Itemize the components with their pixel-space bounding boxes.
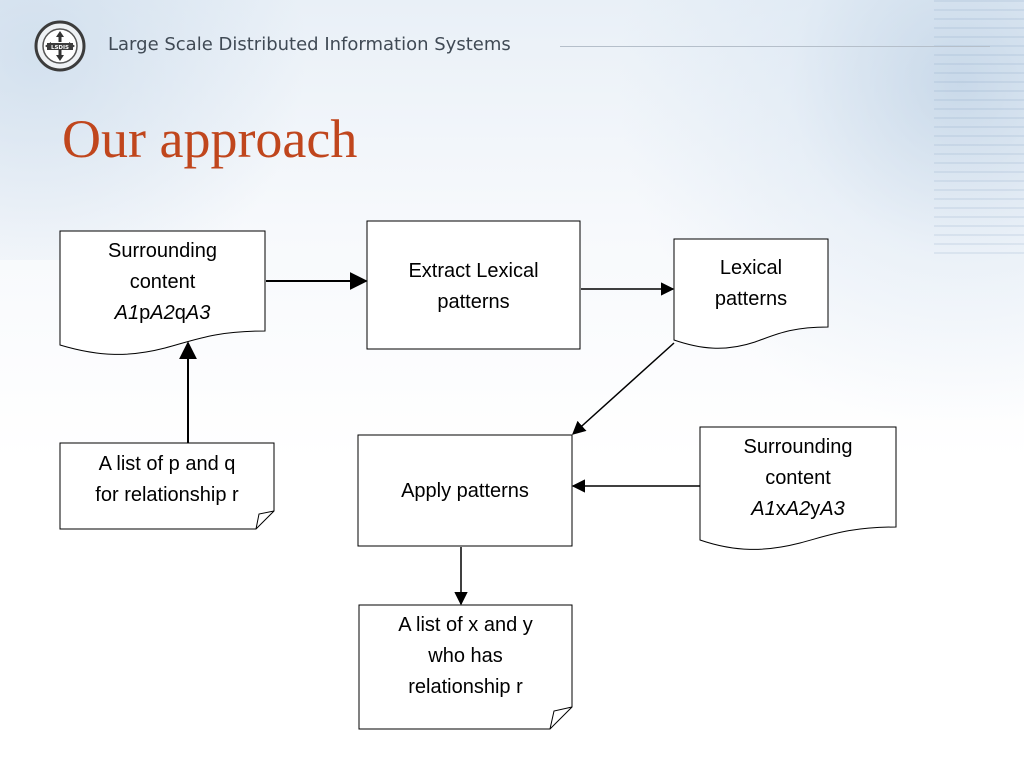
list-xy: A list of x and y who has relationship r (359, 610, 572, 703)
lexical-patterns-line1: Lexical (719, 257, 783, 279)
list-xy-line3: relationship r (408, 676, 523, 698)
list-xy-fold (549, 706, 573, 730)
arrow-lexical-to-apply (571, 342, 675, 435)
list-xy-line2: who has (428, 645, 503, 667)
surrounding-content-xy: Surrounding content A1xA2yA3 (700, 432, 896, 525)
slide-title: Our approach (62, 109, 358, 169)
logo-text: LSDIS (51, 45, 69, 51)
apply-patterns: Apply patterns (358, 476, 572, 507)
list-pq-shape (59, 442, 275, 530)
list-pq-fold (255, 510, 275, 530)
surrounding-content-pq-line2: content (129, 271, 196, 293)
list-pq-line2: for relationship r (95, 484, 239, 506)
lexical-patterns: Lexical patterns (674, 253, 828, 315)
corner-decoration (934, 0, 1024, 260)
apply-patterns-label: Apply patterns (401, 480, 529, 502)
header-title: Large Scale Distributed Information Syst… (108, 34, 511, 55)
list-xy-shape (358, 604, 573, 730)
surrounding-content-pq-shape (59, 230, 266, 355)
lexical-patterns-shape (673, 238, 829, 349)
surrounding-content-pq-formula: A1pA2qA3 (114, 302, 211, 324)
surrounding-content-pq: Surrounding content A1pA2qA3 (60, 236, 265, 329)
surrounding-content-xy-line1: Surrounding (743, 436, 853, 458)
extract-lexical-patterns-shape (366, 220, 581, 350)
extract-lexical-patterns: Extract Lexical patterns (367, 256, 580, 318)
list-pq: A list of p and q for relationship r (60, 449, 274, 511)
header-divider (560, 46, 990, 47)
surrounding-content-xy-line2: content (765, 467, 831, 489)
lexical-patterns-line2: patterns (714, 288, 788, 310)
surrounding-content-xy-shape (699, 426, 897, 550)
list-pq-line1: A list of p and q (98, 453, 236, 475)
extract-lexical-patterns-line1: Extract Lexical (408, 260, 539, 282)
list-xy-line1: A list of x and y (398, 614, 533, 636)
surrounding-content-pq-line1: Surrounding (108, 240, 217, 262)
extract-lexical-patterns-line2: patterns (437, 291, 510, 313)
surrounding-content-xy-formula: A1xA2yA3 (751, 498, 845, 520)
lsdis-logo: LSDIS (34, 20, 86, 72)
background-glow-right (604, 0, 1024, 420)
